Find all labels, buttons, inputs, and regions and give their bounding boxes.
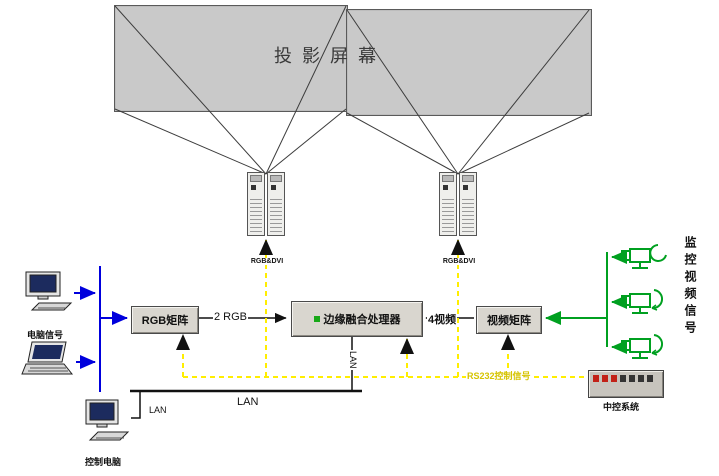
projection-screen-left: [114, 5, 348, 112]
control-computer-label: 控制电脑: [85, 457, 122, 467]
video-matrix-node: 视频矩阵: [476, 306, 542, 334]
rgb-dvi-label-left: RGB&DVI: [245, 258, 289, 265]
surveillance-signal-label: 监控视频信号: [683, 236, 697, 338]
laptop-icon: [21, 341, 74, 375]
rgb-matrix-node: RGB矩阵: [131, 306, 199, 334]
camera-icon-1: [621, 244, 667, 269]
desktop-computer-icon: [25, 271, 73, 311]
projector-tower: [459, 172, 477, 236]
video-matrix-label: 视频矩阵: [487, 315, 531, 327]
projection-screen-title: 投影屏幕: [274, 46, 386, 66]
lan-processor-label: LAN: [348, 350, 358, 370]
control-computer-icon: [85, 399, 130, 441]
edge-blending-processor-node: 边缘融合处理器: [291, 301, 423, 337]
computer-signal-label: 电脑信号: [27, 330, 64, 340]
projector-tower: [439, 172, 457, 236]
projection-cone-right: [346, 9, 590, 175]
central-control-device: [588, 370, 664, 398]
central-control-label: 中控系统: [603, 402, 640, 412]
rgb-dvi-label-right: RGB&DVI: [437, 258, 481, 265]
projector-tower: [267, 172, 285, 236]
camera-icon-2: [621, 289, 663, 314]
projection-cone-left: [114, 5, 347, 175]
power-led-icon: [313, 316, 320, 322]
device-ports: [593, 375, 653, 382]
projection-screen-right: [346, 9, 592, 116]
projector-tower: [247, 172, 265, 236]
control-pc-lan-line: [131, 392, 141, 419]
rgb-source-lines: [74, 266, 128, 392]
lan-bus-label: LAN: [237, 396, 259, 408]
lan-control-pc-label: LAN: [149, 405, 167, 415]
projector-left-icon: [247, 172, 285, 236]
edge-blending-processor-label: 边缘融合处理器: [323, 314, 401, 326]
video-count-label: 4视频: [427, 311, 458, 327]
projector-right-icon: [439, 172, 477, 236]
video-source-lines: [545, 250, 627, 354]
rs232-label: RS232控制信号: [466, 369, 532, 382]
rgb-count-label: 2 RGB: [213, 311, 249, 323]
camera-icon-3: [621, 334, 663, 359]
rgb-matrix-label: RGB矩阵: [141, 315, 189, 327]
